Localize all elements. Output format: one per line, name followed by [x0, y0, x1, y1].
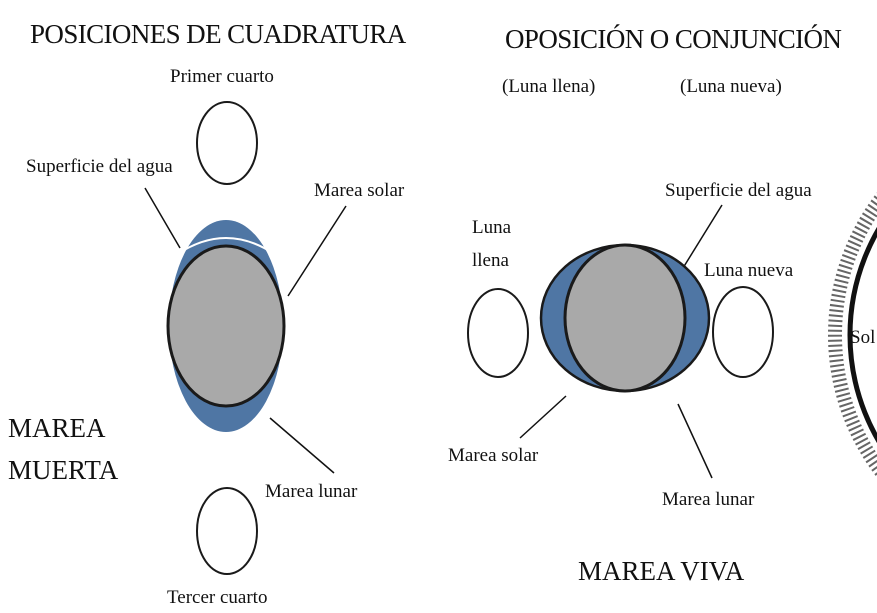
full-moon-paren-label: (Luna llena): [502, 76, 595, 97]
third-quarter-label: Tercer cuarto: [167, 587, 267, 608]
syzygy-lunar-tide-arrow: [677, 403, 713, 479]
syzygy-water-surface-arrow: [682, 204, 723, 269]
quadrature-water-highlight: [171, 237, 281, 259]
sun: Sol: [828, 192, 877, 478]
neap-tide-caption-line1: MAREA: [8, 413, 106, 443]
quadrature-solar-tide-arrow: [287, 205, 347, 297]
quadrature-earth-disc: [166, 244, 286, 408]
quadrature-lunar-tide-arrow: [269, 417, 335, 474]
neap-tide-caption-line2: MUERTA: [8, 455, 119, 485]
syzygy-lunar-tide-label: Marea lunar: [662, 489, 755, 510]
first-quarter-label: Primer cuarto: [170, 66, 274, 87]
first-quarter-moon: [196, 101, 258, 185]
spring-tide-caption: MAREA VIVA: [578, 556, 745, 586]
syzygy-water-surface-label: Superficie del agua: [665, 180, 812, 201]
sun-label: Sol: [850, 327, 875, 348]
quadrature-title: POSICIONES DE CUADRATURA: [30, 19, 407, 49]
full-moon-label-line2: llena: [472, 250, 509, 271]
syzygy-earth: [539, 243, 711, 393]
syzygy-solar-tide-arrow: [519, 395, 567, 439]
full-moon: [467, 288, 529, 378]
syzygy-panel: OPOSICIÓN O CONJUNCIÓN (Luna llena) (Lun…: [448, 24, 877, 586]
third-quarter-moon: [196, 487, 258, 575]
syzygy-water-outline: [539, 243, 711, 393]
quadrature-lunar-tide-label: Marea lunar: [265, 481, 358, 502]
quadrature-panel: POSICIONES DE CUADRATURA Primer cuarto S…: [8, 19, 407, 608]
syzygy-title: OPOSICIÓN O CONJUNCIÓN: [505, 24, 841, 54]
syzygy-earth-disc: [563, 243, 687, 393]
quadrature-water-surface-label: Superficie del agua: [26, 156, 173, 177]
quadrature-solar-tide-label: Marea solar: [314, 180, 405, 201]
syzygy-solar-tide-label: Marea solar: [448, 445, 539, 466]
sun-disc: [847, 227, 877, 443]
new-moon: [712, 286, 774, 378]
quadrature-water-surface-arrow: [144, 187, 181, 249]
quadrature-earth: [166, 220, 286, 432]
new-moon-label: Luna nueva: [704, 260, 794, 281]
full-moon-label-line1: Luna: [472, 217, 512, 238]
new-moon-paren-label: (Luna nueva): [680, 76, 782, 97]
